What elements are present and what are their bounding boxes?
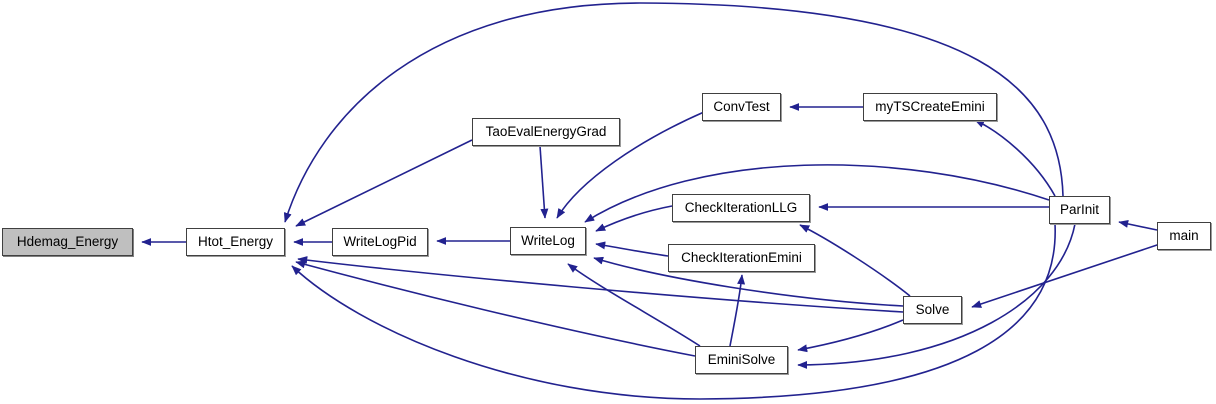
node-checkiterationemini[interactable]: CheckIterationEmini xyxy=(668,244,815,272)
edge-convtest-to-writelog xyxy=(556,111,705,219)
node-label: ParInit xyxy=(1059,202,1100,218)
edge-solve-to-htot xyxy=(297,256,904,313)
edge-eminisolve-to-checkemini xyxy=(729,274,746,347)
node-hdemag-energy[interactable]: Hdemag_Energy xyxy=(2,228,133,256)
edge-solve-to-writelog xyxy=(593,256,904,307)
edge-eminisolve-to-writelog xyxy=(567,263,701,347)
node-label: WriteLogPid xyxy=(343,234,417,250)
edge-parinit-to-writelog xyxy=(584,164,1050,223)
node-label: WriteLog xyxy=(521,233,575,249)
node-label: Solve xyxy=(915,302,950,318)
edge-solve-to-checkllg xyxy=(799,224,911,297)
node-label: EminiSolve xyxy=(707,352,776,368)
edge-solve-to-eminisolve xyxy=(797,319,904,353)
edge-main-to-solve xyxy=(971,243,1161,308)
edge-parinit-to-mytscreate xyxy=(974,119,1056,197)
edge-checkllg-to-writelog xyxy=(595,205,673,232)
node-label: CheckIterationLLG xyxy=(684,200,798,216)
node-writelogpid[interactable]: WriteLogPid xyxy=(332,228,428,256)
node-convtest[interactable]: ConvTest xyxy=(702,93,781,121)
node-mytscreateemini[interactable]: myTSCreateEmini xyxy=(863,93,997,121)
node-label: ConvTest xyxy=(713,99,770,115)
edge-taoeval-to-writelog xyxy=(539,145,549,219)
node-checkiterationllg[interactable]: CheckIterationLLG xyxy=(672,194,810,222)
node-htot-energy[interactable]: Htot_Energy xyxy=(186,228,285,256)
node-taoevalenergygrad[interactable]: TaoEvalEnergyGrad xyxy=(472,118,620,146)
node-parinit[interactable]: ParInit xyxy=(1049,196,1110,224)
edge-eminisolve-to-htot xyxy=(295,260,696,357)
node-label: main xyxy=(1169,228,1199,244)
node-label: myTSCreateEmini xyxy=(875,99,985,115)
edge-parinit-to-htot-top xyxy=(283,2,1064,223)
edge-checkemini-to-writelog xyxy=(595,241,669,257)
edge-parinit-to-htot-bottom xyxy=(291,223,1056,400)
node-solve[interactable]: Solve xyxy=(903,296,962,324)
node-writelog[interactable]: WriteLog xyxy=(510,227,586,255)
node-label: TaoEvalEnergyGrad xyxy=(485,124,607,140)
edge-parinit-to-eminisolve xyxy=(797,223,1076,369)
edge-main-to-parinit xyxy=(1118,219,1158,231)
node-eminisolve[interactable]: EminiSolve xyxy=(695,346,788,374)
node-main[interactable]: main xyxy=(1157,222,1211,250)
edge-taoeval-to-htot xyxy=(295,139,473,227)
node-label: Hdemag_Energy xyxy=(16,234,119,250)
node-label: Htot_Energy xyxy=(197,234,274,250)
node-label: CheckIterationEmini xyxy=(681,250,802,266)
